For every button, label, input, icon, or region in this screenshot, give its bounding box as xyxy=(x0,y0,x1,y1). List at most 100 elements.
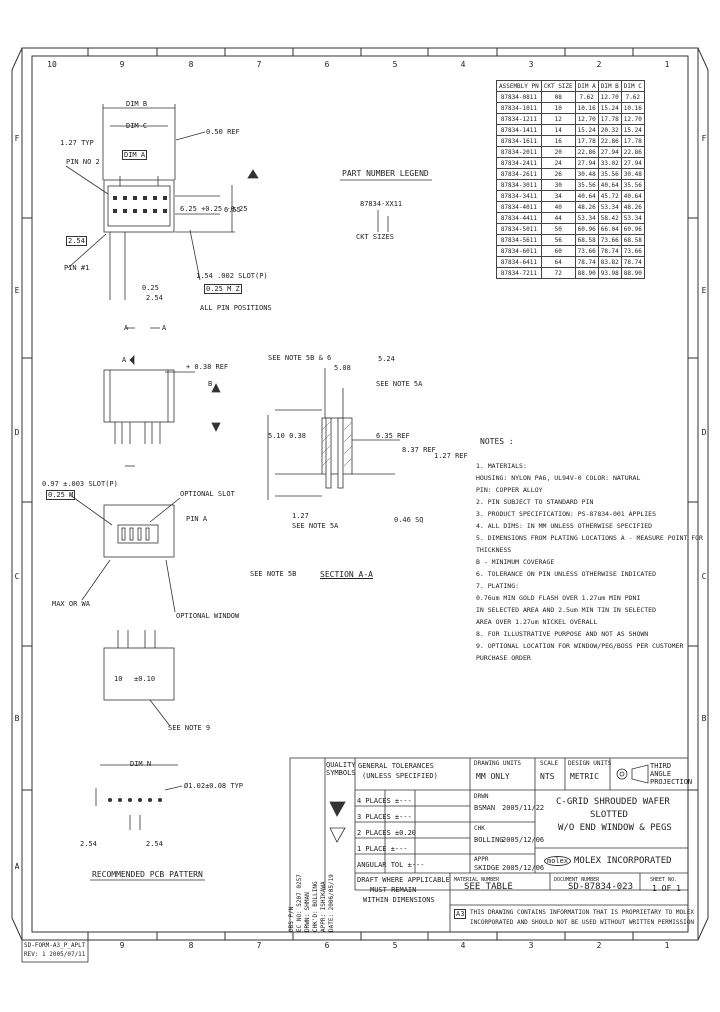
notes-title: NOTES : xyxy=(480,437,514,446)
approved-by: SKIDGE xyxy=(474,864,500,872)
table-cell: 08 xyxy=(540,91,576,103)
tolerance-row: 1 PLACE ±--- xyxy=(357,845,408,853)
table-cell: 60.96 xyxy=(574,223,599,235)
note-line: 9. OPTIONAL LOCATION FOR WINDOW/PEG/BOSS… xyxy=(476,642,684,650)
section-dim: 0.46 SQ xyxy=(394,516,424,524)
drawing-units-value: MM ONLY xyxy=(476,772,510,781)
zone-label-side: E xyxy=(14,286,20,295)
document-number-label: DOCUMENT NUMBER xyxy=(554,877,600,883)
bottom-dim-tol: ±0.10 xyxy=(134,675,156,683)
dim-b-marker: B xyxy=(208,380,213,388)
table-cell: 35.56 xyxy=(620,179,645,191)
note-line: 5. DIMENSIONS FROM PLATING LOCATIONS A -… xyxy=(476,534,703,542)
material-number-label: MATERIAL NUMBER xyxy=(454,877,500,883)
unless-specified-label: (UNLESS SPECIFIED) xyxy=(362,772,438,780)
header-cell: DIM C xyxy=(620,80,645,92)
zone-label-top: 8 xyxy=(188,60,194,69)
zone-label-bottom: 6 xyxy=(324,941,330,950)
table-cell: 40.64 xyxy=(620,190,645,202)
proprietary-notice: THIS DRAWING CONTAINS INFORMATION THAT I… xyxy=(470,909,694,916)
table-cell: 87834-0811 xyxy=(496,91,542,103)
table-cell: 68.58 xyxy=(574,234,599,246)
zone-label-side: E xyxy=(701,286,707,295)
zone-label-side: B xyxy=(701,714,707,723)
view-arrow-label: A xyxy=(122,356,127,364)
table-cell: 40 xyxy=(540,201,576,213)
zone-label-top: 2 xyxy=(596,60,602,69)
note-line: PIN: COPPER ALLOY xyxy=(476,486,543,494)
zone-label-bottom: 8 xyxy=(188,941,194,950)
ref-dim-label: 8.37 REF xyxy=(402,446,436,454)
table-cell: 12.70 xyxy=(574,113,599,125)
tolerance-row: 3 PLACES ±--- xyxy=(357,813,412,821)
note-line: 8. FOR ILLUSTRATIVE PURPOSE AND NOT AS S… xyxy=(476,630,649,638)
zone-label-bottom: 5 xyxy=(392,941,398,950)
drawn-label: DRWN xyxy=(474,793,489,800)
table-cell: 10.16 xyxy=(574,102,599,114)
table-cell: 87834-1611 xyxy=(496,135,542,147)
pcb-dim-n: DIM N xyxy=(130,760,152,768)
table-cell: 58.42 xyxy=(597,212,622,224)
dim-b-label: DIM B xyxy=(126,100,148,108)
slot-note: 0.97 ±.003 SLOT(P) xyxy=(42,480,118,488)
section-dim: 5.24 xyxy=(378,355,395,363)
tolerance-row: ANGULAR TOL ±--- xyxy=(357,861,425,869)
table-cell: 17.78 xyxy=(620,135,645,147)
zone-label-side: A xyxy=(14,862,20,871)
zone-label-side: D xyxy=(701,428,707,437)
pin-2-label: PIN NO 2 xyxy=(66,158,100,166)
table-cell: 56 xyxy=(540,234,576,246)
parts-table: ASSEMBLY PN CKT SIZE DIM A DIM B DIM C 8… xyxy=(496,80,645,279)
max-label: MAX OR WA xyxy=(52,600,90,608)
table-cell: 33.02 xyxy=(597,157,622,169)
table-cell: 87834-3411 xyxy=(496,190,542,202)
molex-logo: molex xyxy=(544,856,572,866)
checked-by: BOLLING xyxy=(474,836,504,844)
table-cell: 35.56 xyxy=(574,179,599,191)
typ-pitch-label: 1.27 TYP xyxy=(60,139,94,147)
table-cell: 87834-7211 xyxy=(496,267,542,279)
general-tolerances-label: GENERAL TOLERANCES xyxy=(358,762,434,770)
table-cell: 78.74 xyxy=(574,256,599,268)
section-dim: 5.10 0.38 xyxy=(268,432,306,440)
tolerance-row: 4 PLACES ±--- xyxy=(357,797,412,805)
form-id: SD-FORM-A3_P_APLT xyxy=(24,942,86,949)
zone-label-bottom: 1 xyxy=(664,941,670,950)
table-cell: 64 xyxy=(540,256,576,268)
parts-table-header-row: ASSEMBLY PN CKT SIZE DIM A DIM B DIM C xyxy=(496,80,645,92)
table-cell: 22.86 xyxy=(620,146,645,158)
table-cell: 88.90 xyxy=(574,267,599,279)
table-cell: 12.70 xyxy=(620,113,645,125)
table-cell: 78.74 xyxy=(620,256,645,268)
pcb-dim: 2.54 xyxy=(146,840,163,848)
scale-value: NTS xyxy=(540,772,555,781)
note-line: 4. ALL DIMS: IN MM UNLESS OTHERWISE SPEC… xyxy=(476,522,653,530)
note-line: 0.76um MIN GOLD FLASH OVER 1.27um MIN PD… xyxy=(476,594,641,602)
zone-label-side: D xyxy=(14,428,20,437)
note-line: 7. PLATING: xyxy=(476,582,520,590)
approved-date: 2005/12/06 xyxy=(502,864,545,872)
table-cell: 73.66 xyxy=(620,245,645,257)
drawn-by: BSMAN xyxy=(474,804,496,812)
tolerance-dim: 6.25 +0.25 -0.25 xyxy=(180,205,248,213)
table-cell: 22.86 xyxy=(597,135,622,147)
format-box: A3 xyxy=(454,909,467,919)
table-cell: 73.66 xyxy=(597,234,622,246)
see-note-label: SEE NOTE 5A xyxy=(292,522,339,530)
table-cell: 53.34 xyxy=(620,212,645,224)
proprietary-notice: INCORPORATED AND SHOULD NOT BE USED WITH… xyxy=(470,919,694,926)
drawn-date: 2005/11/22 xyxy=(502,804,545,812)
table-cell: 53.34 xyxy=(574,212,599,224)
drawing-units-label: DRAWING UNITS xyxy=(474,760,521,767)
table-cell: 53.34 xyxy=(597,201,622,213)
zone-label-bottom: 2 xyxy=(596,941,602,950)
